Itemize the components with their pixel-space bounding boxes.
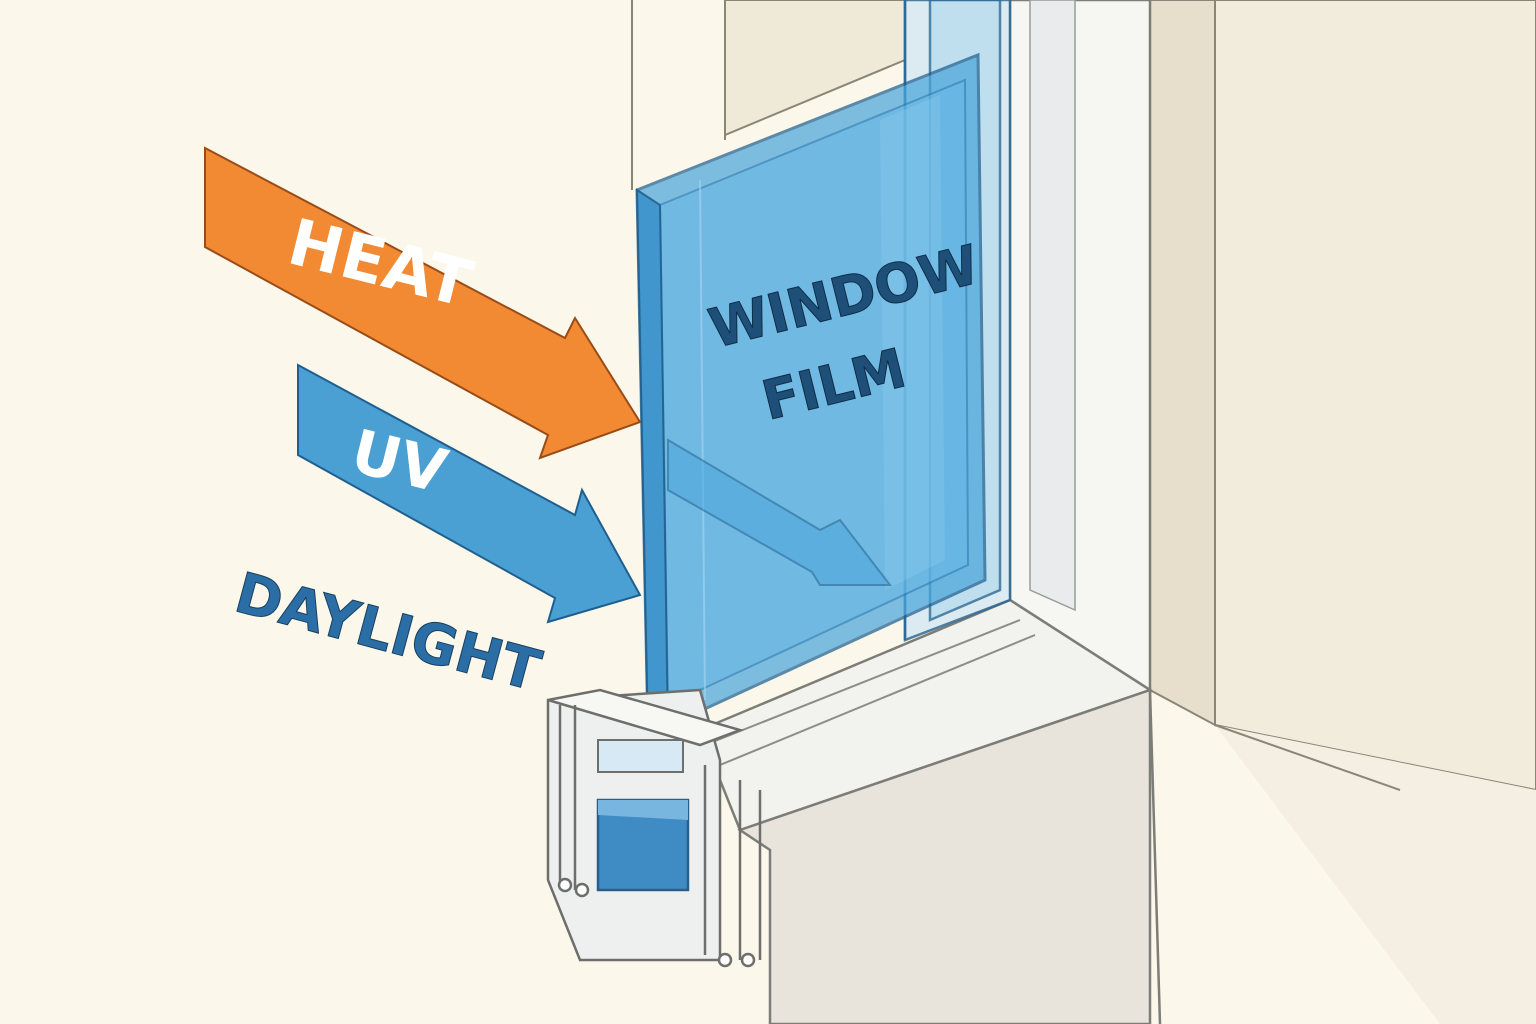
window-frame: [698, 0, 1162, 1024]
heat-arrow-icon: [204, 146, 642, 460]
transmitted-light-arrow: [667, 438, 893, 586]
frame-profile-cross-section: [546, 688, 762, 968]
uv-arrow-icon: [297, 363, 642, 624]
window-film-panel: [635, 52, 987, 738]
wall-recess: [631, 0, 1536, 1024]
